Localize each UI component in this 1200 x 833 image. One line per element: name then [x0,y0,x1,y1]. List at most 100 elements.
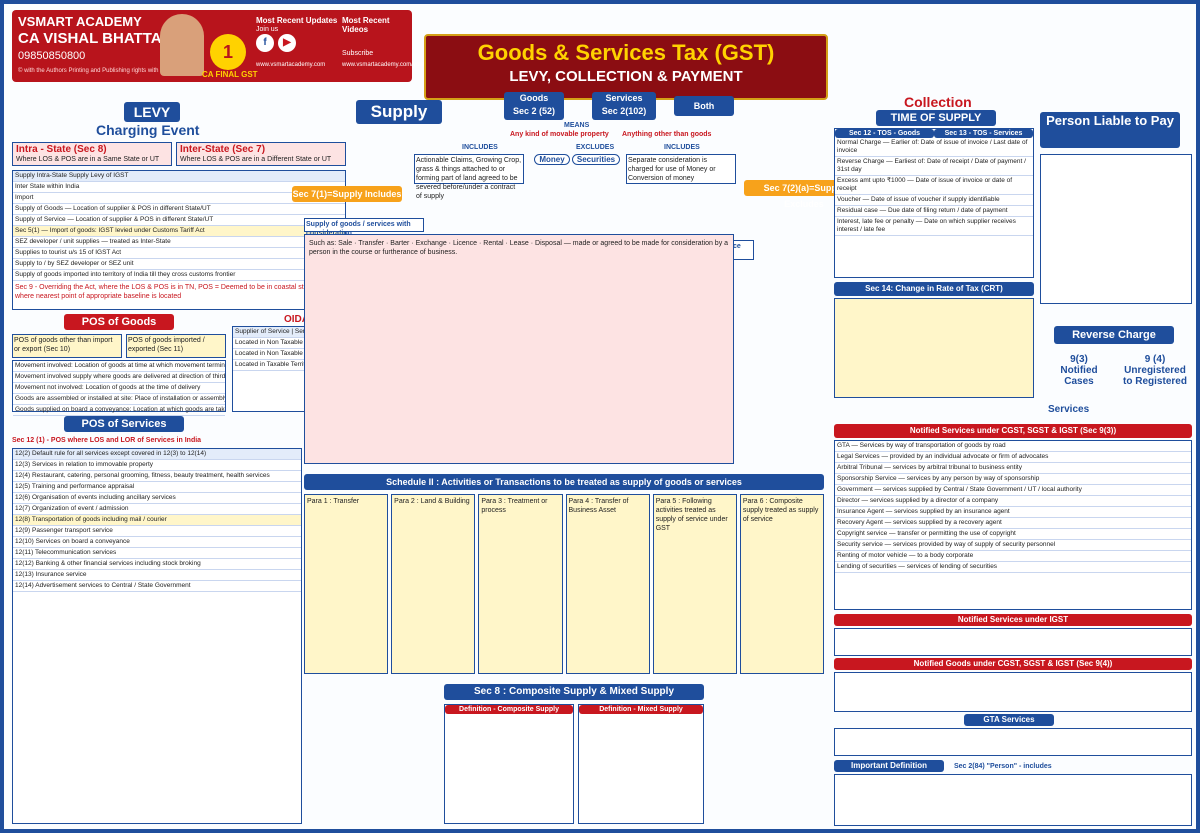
facebook-icon[interactable]: f [256,34,274,52]
oidar-row: Supplier of Service | Service recipient … [233,327,345,338]
levy-row: Supply of Goods — Location of supplier &… [13,204,345,215]
levy-row: SEZ developer / unit supplies — treated … [13,237,345,248]
tos-services-heading: Sec 13 - TOS - Services [934,129,1033,138]
goods-section: Sec 2 (52) [512,106,556,116]
notified-row: Insurance Agent — services supplied by a… [835,507,1191,518]
tos-row: Excess amt upto ₹1000 — Date of issue of… [835,176,1033,195]
poster-subtitle: LEVY, COLLECTION & PAYMENT [509,68,743,85]
para-2: Para 2 : Land & Building [391,494,476,674]
pos-goods-import-export: POS of goods imported / exported (Sec 11… [126,334,226,358]
badge-label: CA FINAL GST [202,70,258,79]
tos-goods-heading: Sec 12 - TOS - Goods [835,129,934,138]
goods-includes-label: INCLUDES [462,144,498,151]
tos-header: Sec 12 - TOS - Goods Sec 13 - TOS - Serv… [835,129,1033,138]
composite-box: Definition - Composite Supply [444,704,574,824]
pos-services-heading: POS of Services [64,416,184,432]
pos-services-subheading: Sec 12 (1) - POS where LOS and LOR of Se… [12,437,202,444]
notified-row: Government — services supplied by Centra… [835,485,1191,496]
notified-row: Renting of motor vehicle — to a body cor… [835,551,1191,562]
tos-row: Interest, late fee or penalty — Date on … [835,217,1033,236]
intra-state-title: Intra - State (Sec 8) [16,144,107,155]
sec7-detail-text: Such as: Sale · Transfer · Barter · Exch… [309,240,729,256]
sec7-1-heading: Sec 7(1)=Supply Includes [292,186,402,202]
goods-label: Goods [519,93,549,103]
schedule2-heading: Schedule II : Activities or Transactions… [304,474,824,490]
levy-footnote: Sec 9 - Overriding the Act, where the LO… [15,284,326,300]
supply-heading: Supply [356,100,442,124]
notified-row: Legal Services — provided by an individu… [835,452,1191,463]
pos-services-row: 12(8) Transportation of goods including … [13,515,301,526]
rc-services-label: Services [1048,404,1090,415]
pos-services-row: 12(2) Default rule for all services exce… [13,449,301,460]
oidar-row: Located in Non Taxable Territory | Govt … [233,349,345,360]
pos-services-row: 12(7) Organization of event / admission [13,504,301,515]
updates-sub: Join us [256,26,279,33]
mixed-title: Definition - Mixed Supply [579,705,703,714]
pos-goods-row: Goods supplied on board a conveyance: Lo… [13,405,225,416]
notified-row: Security service — services provided by … [835,540,1191,551]
poster-title-banner: Goods & Services Tax (GST) LEVY, COLLECT… [424,34,828,100]
pos-services-row: 12(9) Passenger transport service [13,526,301,537]
inter-state-title: Inter-State (Sec 7) [180,144,266,155]
services-meaning: Anything other than goods [622,131,712,138]
services-includes-label: INCLUDES [664,144,700,151]
pos-services-row: 12(12) Banking & other financial service… [13,559,301,570]
pos-goods-other: POS of goods other than import or export… [12,334,122,358]
pos-services-row: 12(10) Services on board a conveyance [13,537,301,548]
tos-table: Sec 12 - TOS - Goods Sec 13 - TOS - Serv… [834,128,1034,278]
pos-services-row: 12(14) Advertisement services to Central… [13,581,301,592]
inter-state-box: Inter-State (Sec 7) Where LOS & POS are … [176,142,346,166]
notified-igst-heading: Notified Services under IGST [834,614,1192,626]
excludes-label: EXCLUDES [576,144,615,151]
videos-link[interactable]: www.vsmartacademy.com/youtube [342,62,435,68]
pos-services-row: 12(5) Training and performance appraisal [13,482,301,493]
gta-box [834,728,1192,756]
pos-services-row: 12(4) Restaurant, catering, personal gro… [13,471,301,482]
gta-heading: GTA Services [964,714,1054,726]
pos-services-row: 12(3) Services in relation to immovable … [13,460,301,471]
levy-row: Sec 5(1) — Import of goods: IGST levied … [13,226,345,237]
sec14-heading: Sec 14: Change in Rate of Tax (CRT) [834,282,1034,296]
money-pill: Money [534,154,570,165]
mixed-box: Definition - Mixed Supply [578,704,704,824]
author-name: CA VISHAL BHATTAD [18,30,173,47]
sec7-detail-panel: Such as: Sale · Transfer · Barter · Exch… [304,234,734,464]
notified-row: Copyright service — transfer or permitti… [835,529,1191,540]
phone-number: 09850850800 [18,50,86,62]
collection-heading: Collection [904,94,972,110]
important-definition-box [834,774,1192,826]
youtube-icon[interactable]: ▶ [278,34,296,52]
notified-cgst-heading: Notified Services under CGST, SGST & IGS… [834,424,1192,438]
pos-goods-table: Movement involved: Location of goods at … [12,360,226,416]
updates-title: Most Recent Updates [256,16,338,25]
notified-row: Arbitral Tribunal — services by arbitral… [835,463,1191,474]
poster-title: Goods & Services Tax (GST) [477,40,775,65]
pos-goods-row: Movement involved supply where goods are… [13,372,225,383]
oidar-heading: OIDAR [284,314,317,325]
updates-link[interactable]: www.vsmartacademy.com [256,62,326,68]
levy-heading: LEVY [124,102,180,122]
notified-row: Lending of securities — services of lend… [835,562,1191,573]
para-5: Para 5 : Following activities treated as… [652,494,737,674]
goods-includes-box: Actionable Claims, Growing Crop, grass &… [414,154,524,200]
notified-row: Director — services supplied by a direct… [835,496,1191,507]
intra-state-note: Where LOS & POS are in a Same State or U… [16,156,160,163]
para-4: Para 4 : Transfer of Business Asset [565,494,650,674]
notified-row: Sponsorship Service — services by any pe… [835,474,1191,485]
with-consideration-box: Supply of goods / services with consider… [304,218,424,237]
author-photo [160,14,204,76]
tos-row: Residual case — Due date of filing retur… [835,206,1033,217]
services-includes-box: Separate consideration is charged for us… [626,154,736,184]
copyright-line: © with the Authors Printing and Publishi… [18,68,191,74]
levy-row: Supply Intra-State Supply Levy of IGST [13,171,345,182]
pos-goods-row: Goods are assembled or installed at site… [13,394,225,405]
para-6: Para 6 : Composite supply treated as sup… [739,494,825,674]
sec8-heading: Sec 8 : Composite Supply & Mixed Supply [444,684,704,700]
notified-cgst-table: GTA — Services by way of transportation … [834,440,1192,610]
reverse-charge-heading: Reverse Charge [1054,326,1174,344]
levy-row: Supply of Service — Location of supplier… [13,215,345,226]
pos-services-row: 12(11) Telecommunication services [13,548,301,559]
pos-services-table: 12(2) Default rule for all services exce… [12,448,302,824]
notified-igst-table [834,628,1192,656]
notified-goods-heading: Notified Goods under CGST, SGST & IGST (… [834,658,1192,670]
